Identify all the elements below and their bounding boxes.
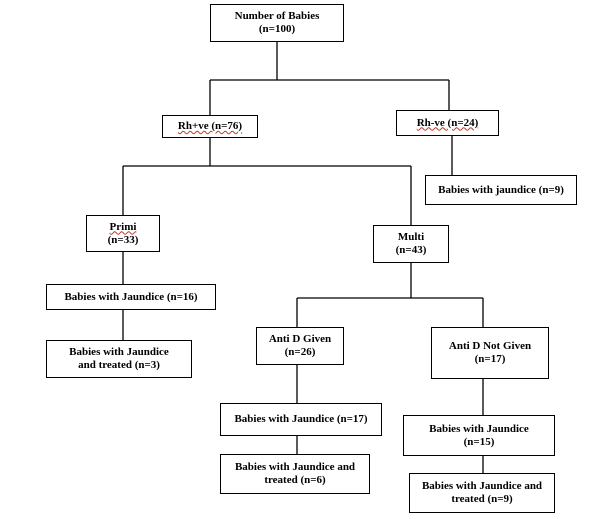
node-primi-jaundice-treated: Babies with Jaundice and treated (n=3) [46, 340, 192, 378]
node-anti-d-not-jaundice: Babies with Jaundice (n=15) [403, 415, 555, 456]
node-primi-jaundice-line1: Babies with Jaundice (n=16) [64, 290, 198, 303]
node-anti-d-not-jaundice-treated-line2: treated (n=9) [451, 493, 513, 505]
node-anti-d-not-given-line2: (n=17) [474, 353, 506, 365]
node-primi-jaundice-treated-line2: and treated (n=3) [78, 359, 160, 371]
node-primi-line1: Primi [109, 220, 137, 233]
node-rh-negative-jaundice-line1: Babies with jaundice (n=9) [438, 183, 564, 196]
node-anti-d-jaundice-line1: Babies with Jaundice (n=17) [234, 413, 368, 425]
node-anti-d-not-jaundice-treated-line1: Babies with Jaundice and [421, 480, 543, 492]
node-primi-line2: (n=33) [107, 233, 139, 246]
node-number-of-babies-line1: Number of Babies [234, 10, 320, 22]
node-anti-d-jaundice-treated: Babies with Jaundice and treated (n=6) [220, 454, 370, 494]
node-multi-line1: Multi [397, 231, 425, 243]
node-anti-d-jaundice-treated-line2: treated (n=6) [264, 474, 326, 486]
node-multi-line2: (n=43) [395, 244, 427, 256]
node-primi: Primi (n=33) [86, 215, 160, 252]
node-rh-negative-line1: Rh-ve (n=24) [416, 116, 479, 129]
node-anti-d-given: Anti D Given (n=26) [256, 327, 344, 365]
node-rh-negative: Rh-ve (n=24) [396, 110, 499, 136]
node-primi-jaundice: Babies with Jaundice (n=16) [46, 284, 216, 310]
node-anti-d-not-given-line1: Anti D Not Given [448, 340, 532, 352]
node-anti-d-not-jaundice-treated: Babies with Jaundice and treated (n=9) [409, 473, 555, 513]
node-anti-d-given-line2: (n=26) [284, 346, 316, 358]
node-rh-positive-line1: Rh+ve (n=76) [177, 120, 243, 132]
node-anti-d-not-jaundice-line2: (n=15) [463, 435, 495, 448]
node-anti-d-not-given: Anti D Not Given (n=17) [431, 327, 549, 379]
node-anti-d-given-line1: Anti D Given [268, 333, 332, 345]
node-anti-d-jaundice: Babies with Jaundice (n=17) [220, 403, 382, 436]
node-anti-d-jaundice-treated-line1: Babies with Jaundice and [234, 461, 356, 473]
node-primi-jaundice-treated-line1: Babies with Jaundice [69, 346, 169, 358]
node-number-of-babies: Number of Babies (n=100) [210, 4, 344, 42]
node-rh-negative-jaundice: Babies with jaundice (n=9) [425, 175, 577, 205]
node-number-of-babies-line2: (n=100) [258, 23, 296, 35]
node-rh-positive: Rh+ve (n=76) [162, 115, 258, 138]
node-anti-d-not-jaundice-line1: Babies with Jaundice [429, 422, 529, 435]
node-multi: Multi (n=43) [373, 225, 449, 263]
